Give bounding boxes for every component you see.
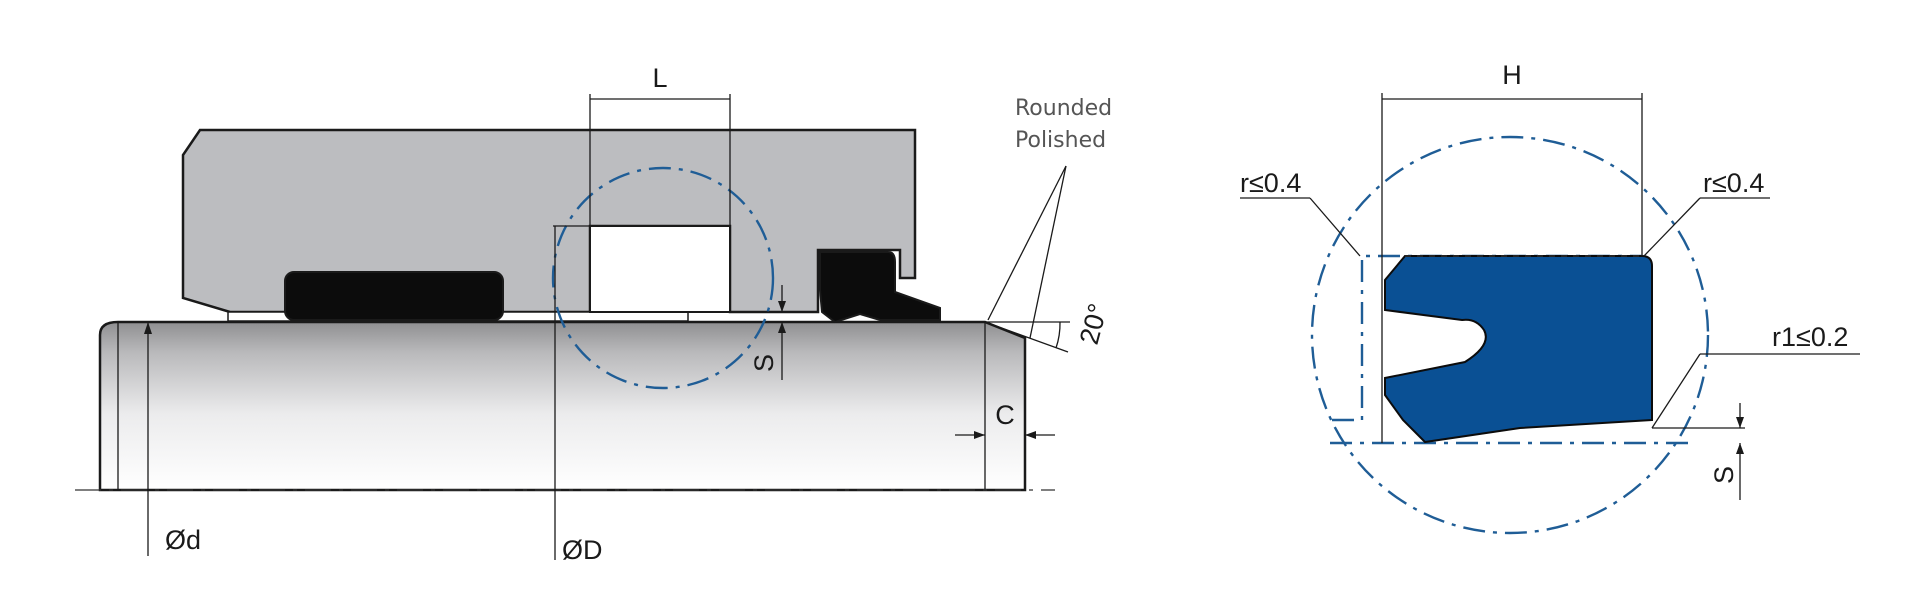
radius-left-label: r≤0.4: [1240, 168, 1301, 198]
dim-c-arrowhead-right: [1025, 431, 1036, 439]
dim-d-inner-label: Ød: [165, 525, 201, 555]
radius-r1-leader: [1651, 353, 1701, 429]
note-leader-2: [1029, 165, 1067, 339]
detail-circle-left: [551, 166, 775, 390]
radius-r1-label: r1≤0.2: [1772, 322, 1848, 352]
note-leader-1: [987, 165, 1067, 321]
detail-circle-right: [1310, 135, 1710, 535]
dim-c-arrowhead-left: [974, 431, 985, 439]
dim-s-label: S: [749, 354, 779, 372]
u-cup-seal: [1384, 255, 1653, 444]
dim-s-right-arrow-bottom: [1736, 443, 1744, 454]
note-polished: Polished: [1015, 128, 1106, 153]
angle-arc: [1055, 321, 1061, 349]
dim-c-label: C: [995, 400, 1015, 430]
left-section-view: L ØD Ød S C 20° Rounded Polished: [75, 63, 1113, 565]
dim-d-outer-label: ØD: [562, 535, 603, 565]
dim-s-arrow-top: [778, 301, 786, 312]
right-detail-view: H r≤0.4 r≤0.4 r1≤0.2 S: [1240, 60, 1860, 535]
dim-s-right-label: S: [1709, 466, 1739, 484]
angle-label: 20°: [1074, 300, 1114, 347]
dim-l-label: L: [652, 63, 667, 93]
radius-left-leader: [1309, 197, 1361, 257]
rod-body: [98, 320, 1027, 492]
radius-right-leader: [1643, 197, 1701, 257]
note-rounded: Rounded: [1015, 96, 1112, 121]
dim-s-right-arrow-top: [1736, 417, 1744, 428]
wiper-seal: [819, 251, 941, 324]
dim-h-label: H: [1502, 60, 1522, 90]
static-seal: [284, 271, 504, 321]
angle-leader-2: [984, 321, 1069, 353]
dim-d-inner-arrow: [144, 322, 152, 334]
groove-outline: [1332, 254, 1642, 422]
dim-s-arrow-bottom: [778, 322, 786, 333]
radius-right-label: r≤0.4: [1703, 168, 1764, 198]
seal-groove: [589, 225, 731, 313]
